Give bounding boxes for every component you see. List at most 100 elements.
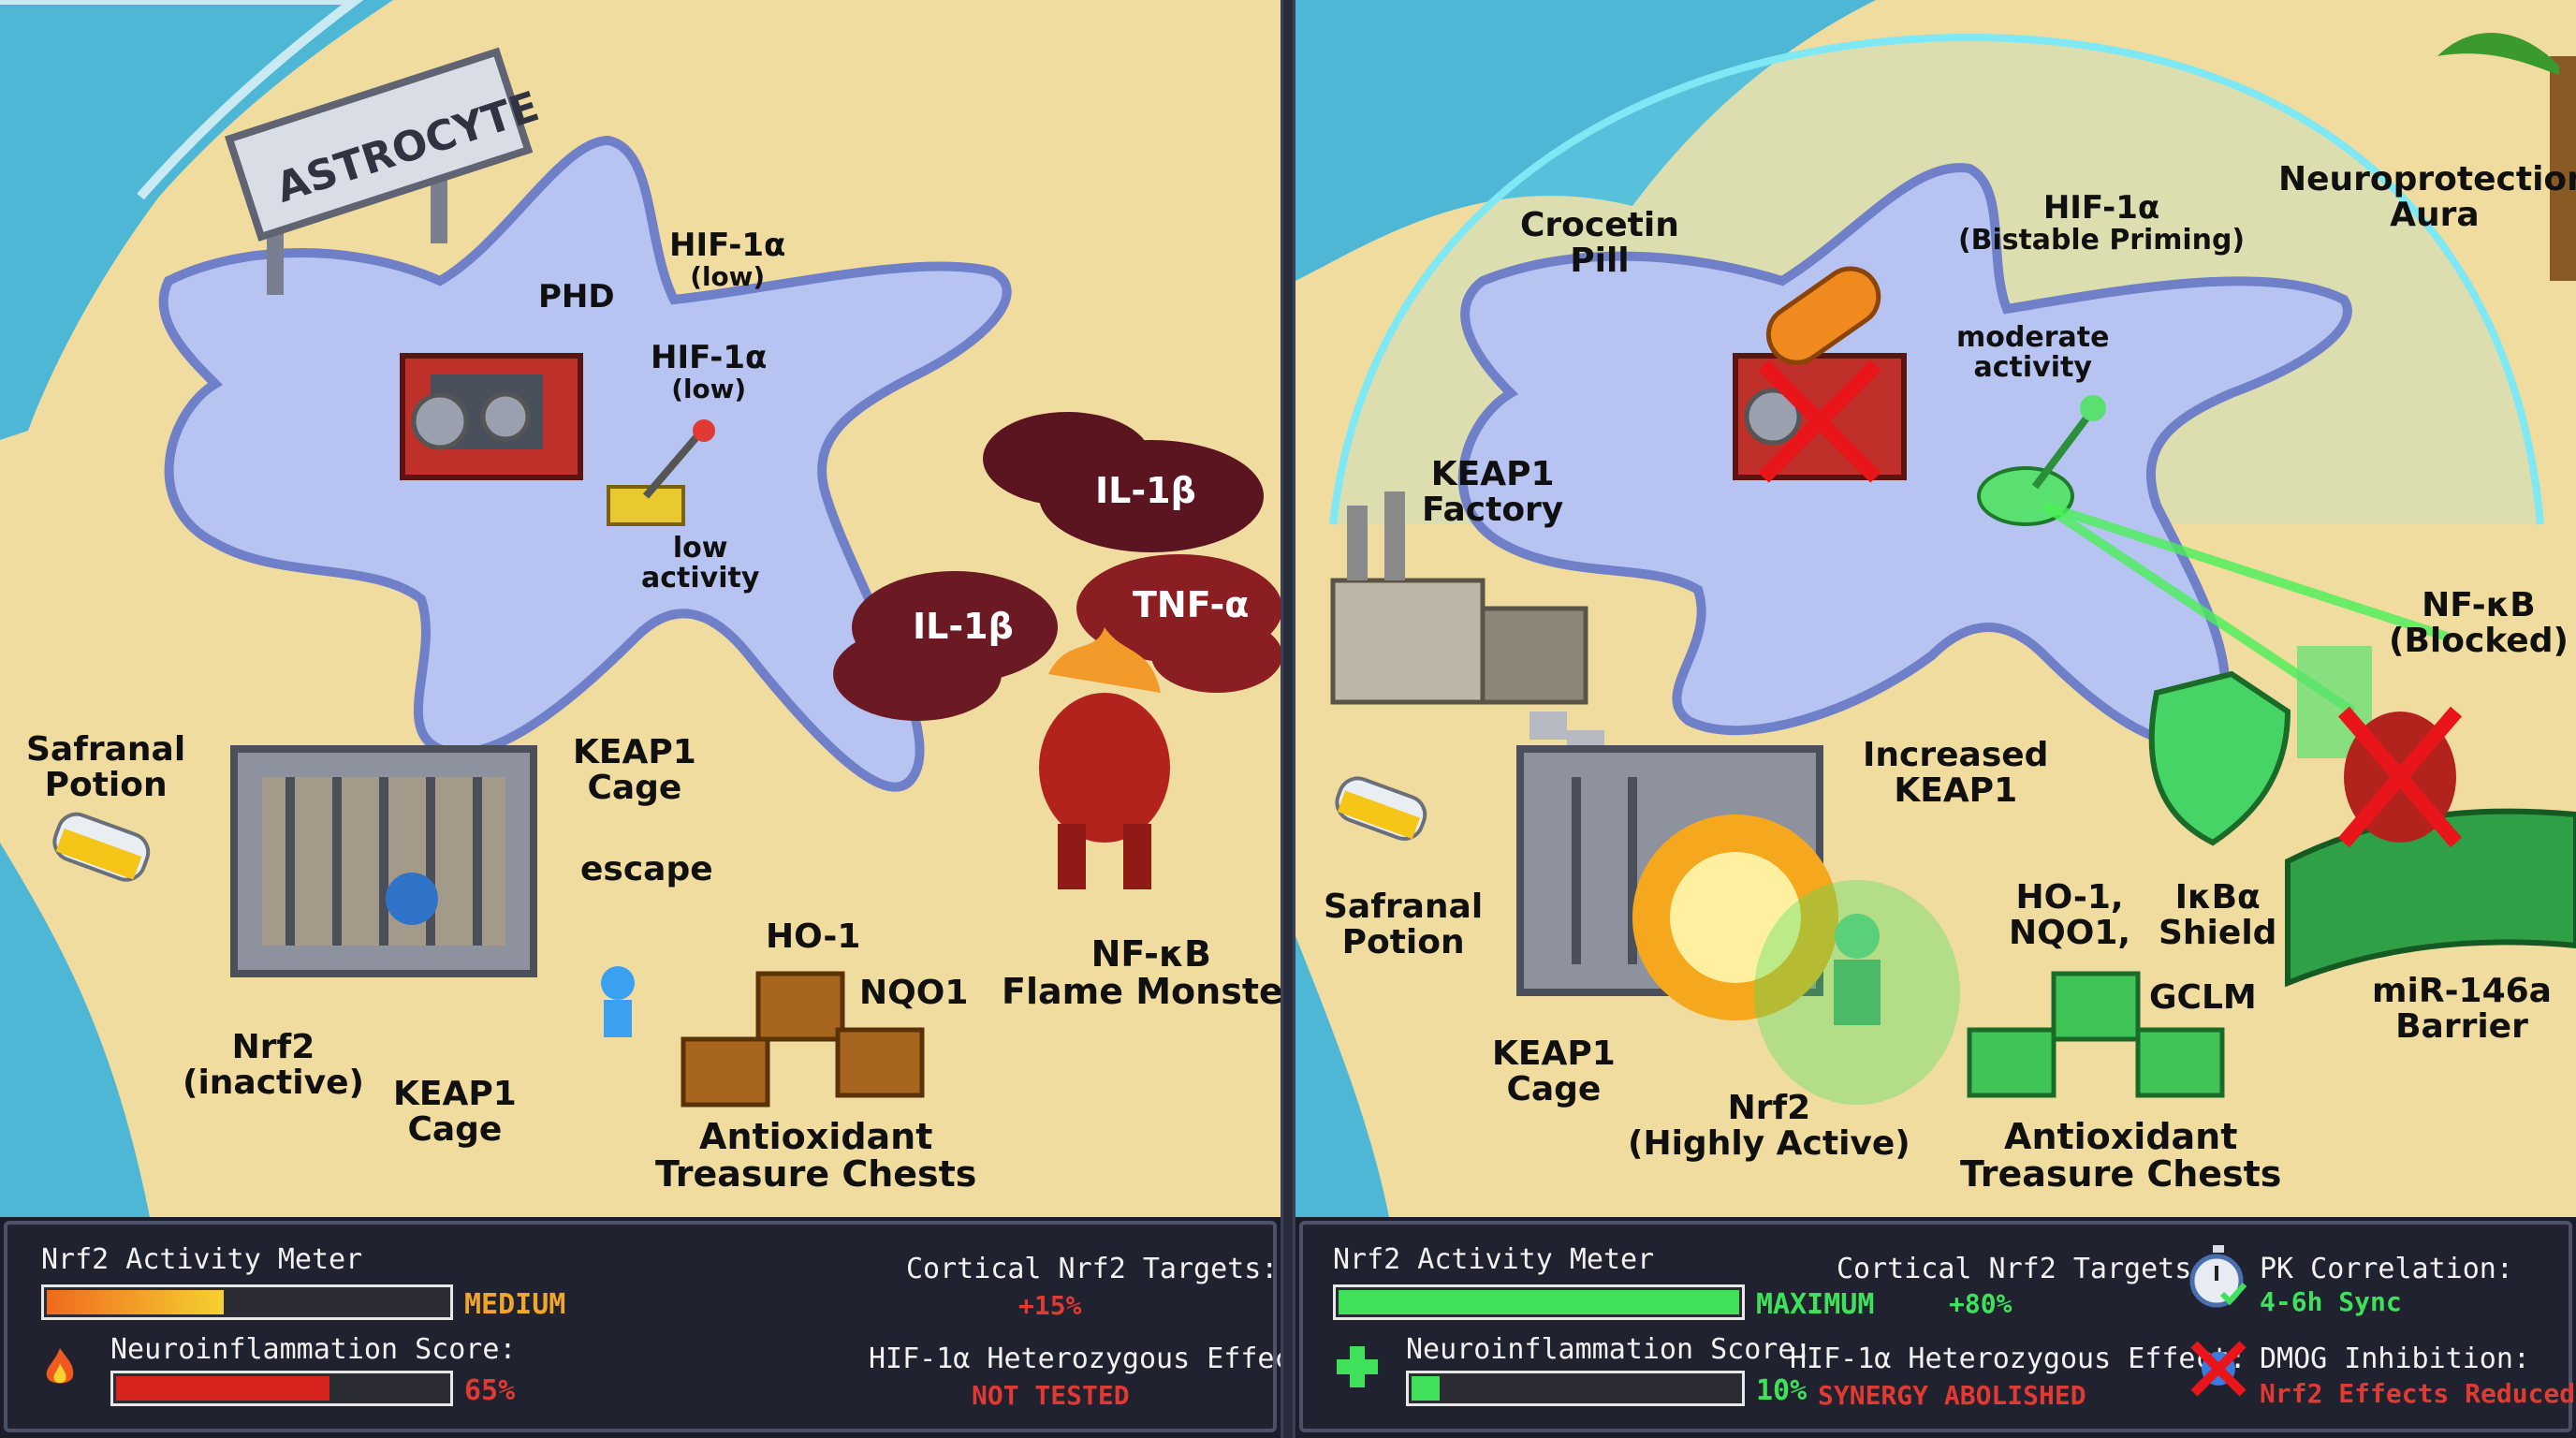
ikba-shield-label: IκBα Shield — [2159, 880, 2276, 951]
hif-effect-value: SYNERGY ABOLISHED — [1818, 1380, 2086, 1411]
neuro-score-fill — [1412, 1376, 1440, 1401]
factory-line2: Factory — [1422, 490, 1564, 529]
left-panel-before: ASTROCYTE PHD HIF-1α (low) HIF-1α (low) … — [0, 0, 1281, 1438]
low-activity-label: low activity — [641, 534, 759, 593]
sea-top-left — [0, 0, 393, 440]
nrf2-inactive-line1: Nrf2 — [231, 1028, 315, 1066]
keap1-cage-bottom-line1: KEAP1 — [393, 1075, 517, 1113]
escape-label: escape — [580, 850, 713, 888]
crocetin-line2: Pill — [1570, 241, 1630, 280]
nrf2-meter-fill — [1339, 1290, 1739, 1314]
palm-tree — [2437, 33, 2576, 281]
il1b-label-mid: IL-1β — [913, 606, 1014, 647]
keap1-cage-top-label: KEAP1 Cage — [573, 735, 696, 806]
chests-line1: Antioxidant — [2004, 1116, 2238, 1157]
nrf2-active-label: Nrf2 (Highly Active) — [1628, 1091, 1910, 1162]
cytokine-cloud-il1b-top — [983, 412, 1264, 552]
nfkb-line2: (Blocked) — [2389, 621, 2569, 660]
hif-top-label: HIF-1α (low) — [669, 227, 786, 292]
aura-label: Neuroprotection Aura — [2278, 162, 2576, 233]
factory-line1: KEAP1 — [1430, 455, 1555, 493]
antioxidant-chests — [681, 971, 925, 1108]
neuro-value: 65% — [464, 1374, 516, 1407]
increased-keap1-label: Increased KEAP1 — [1863, 738, 2048, 809]
chests-label: Antioxidant Treasure Chests — [655, 1116, 976, 1194]
nqo1-label: NQO1 — [859, 974, 969, 1012]
beam-blocker — [2042, 501, 2449, 641]
fire-icon — [43, 1346, 77, 1387]
moderate-line1: moderate — [1956, 321, 2110, 354]
neuro-label: Neuroinflammation Score: — [1406, 1333, 1812, 1366]
left-scene — [0, 0, 1281, 1217]
neuro-score-bar — [1406, 1371, 1745, 1406]
safranal-potion — [1335, 776, 1427, 841]
aura-line2: Aura — [2390, 195, 2480, 234]
safranal-label: Safranal Potion — [26, 732, 185, 803]
neuro-label: Neuroinflammation Score: — [110, 1333, 517, 1366]
stopwatch-check-icon — [2188, 1243, 2248, 1311]
mir-line2: Barrier — [2395, 1006, 2528, 1046]
low-activity-line2: activity — [641, 561, 760, 594]
hif-bistable-line1: HIF-1α — [2042, 189, 2160, 227]
chests-line1: Antioxidant — [699, 1116, 933, 1157]
panel-divider — [1281, 0, 1295, 1438]
chests-label: Antioxidant Treasure Chests — [1960, 1116, 2281, 1194]
il1b-label-top: IL-1β — [1095, 470, 1196, 511]
nrf2-active-line1: Nrf2 — [1727, 1089, 1811, 1127]
neuro-score-fill — [116, 1376, 329, 1401]
safranal-line2: Potion — [1341, 922, 1465, 961]
targets-value: +15% — [1018, 1290, 1082, 1321]
safranal-line2: Potion — [44, 765, 168, 804]
hif-mid-label: HIF-1α (low) — [651, 339, 768, 404]
nfkb-blocked-label: NF-κB (Blocked) — [2389, 588, 2569, 659]
increased-line1: Increased — [1863, 736, 2049, 774]
cytokine-cloud-il1b-mid — [833, 571, 1058, 721]
hif-top-line1: HIF-1α — [669, 227, 786, 264]
nfkb-flame-monster — [1039, 627, 1170, 889]
gclm-label: GCLM — [2149, 978, 2257, 1017]
crocetin-pill — [1765, 266, 1881, 365]
monster-label: NF-κB Flame Monster — [1002, 933, 1281, 1012]
pk-label: PK Correlation: — [2260, 1253, 2513, 1285]
hif-top-line2: (low) — [690, 260, 766, 292]
monster-line2: Flame Monster — [1002, 970, 1281, 1012]
mir-line1: miR-146a — [2372, 972, 2552, 1010]
aura-line1: Neuroprotection — [2278, 160, 2576, 198]
tnf-label: TNF-α — [1133, 584, 1250, 625]
hif-mid-line1: HIF-1α — [651, 339, 768, 376]
ho1-label: HO-1 — [766, 917, 861, 956]
nrf2-hero-active — [1754, 880, 1960, 1105]
keap1-factory-label: KEAP1 Factory — [1422, 457, 1563, 528]
keap1-cage-line2: Cage — [1506, 1069, 1602, 1108]
hif-effect-label: HIF-1α Heterozygous Effect: — [1790, 1343, 2247, 1375]
moderate-activity-label: moderate activity — [1956, 323, 2109, 382]
moderate-line2: activity — [1973, 350, 2092, 384]
keap1-cage-bottom-line2: Cage — [407, 1109, 503, 1149]
hif-mid-line2: (low) — [671, 373, 747, 404]
right-scene — [1295, 0, 2576, 1217]
meter-label: Nrf2 Activity Meter — [1333, 1243, 1655, 1276]
nrf2-meter-fill — [47, 1290, 225, 1314]
ho1-nqo1-line1: HO-1, — [2015, 878, 2124, 917]
meter-label: Nrf2 Activity Meter — [41, 1243, 363, 1276]
neuro-score-bar — [110, 1371, 453, 1406]
green-cross-icon — [1335, 1344, 1380, 1389]
pk-value: 4-6h Sync — [2260, 1286, 2402, 1317]
nrf2-escaping — [601, 966, 635, 1037]
ho1-nqo1-line2: NQO1, — [2009, 913, 2131, 952]
right-hud: Nrf2 Activity Meter MAXIMUM Cortical Nrf… — [1299, 1221, 2575, 1432]
nfkb-monster-blocked — [2337, 706, 2463, 848]
keap1-factory — [1330, 492, 1604, 758]
right-panel-after: Crocetin Pill HIF-1α (Bistable Priming) … — [1295, 0, 2576, 1438]
sea-bottom — [1295, 936, 1389, 1217]
nfkb-line1: NF-κB — [2422, 586, 2536, 624]
nrf2-meter-bar — [41, 1284, 453, 1320]
nrf2-active-line2: (Highly Active) — [1628, 1123, 1910, 1163]
nrf2-inactive-line2: (inactive) — [183, 1063, 364, 1102]
red-x-icon — [2188, 1335, 2248, 1402]
meter-value: MEDIUM — [464, 1288, 566, 1321]
monster-line1: NF-κB — [1090, 933, 1211, 975]
keap1-cage-broken — [1516, 745, 1838, 1020]
antioxidant-chests-green — [1967, 971, 2225, 1098]
ikba-line2: Shield — [2159, 913, 2277, 952]
